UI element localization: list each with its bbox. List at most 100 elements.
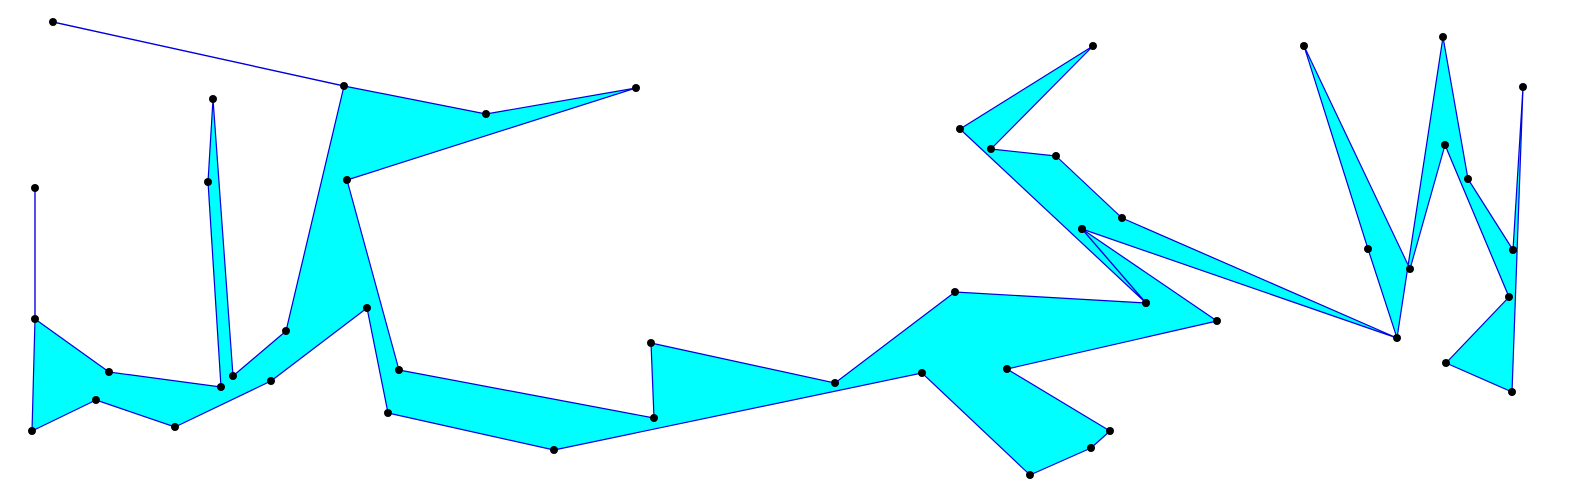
polygon-vertex xyxy=(229,372,237,380)
polygon-vertex xyxy=(650,414,658,422)
polygon-vertex xyxy=(1087,444,1095,452)
polygon-edge xyxy=(1442,36,1469,180)
polygon-vertex xyxy=(384,409,392,417)
polygon-vertex xyxy=(1406,265,1414,273)
polygon-edge xyxy=(990,45,1094,150)
polygon-edge xyxy=(1512,86,1524,251)
polygon-vertex xyxy=(267,377,275,385)
polygon-vertex xyxy=(550,446,558,454)
polygon-edge xyxy=(52,21,345,87)
polygon-vertex xyxy=(482,110,490,118)
polygon-edge xyxy=(1303,45,1411,270)
polygon-edge xyxy=(31,399,97,432)
polygon-edge xyxy=(954,291,1147,304)
polygon-vertex xyxy=(1003,365,1011,373)
polygon-edge xyxy=(95,399,176,428)
polygon-edge xyxy=(387,412,555,451)
polygon-edge xyxy=(1081,228,1398,339)
polygon-vertex xyxy=(31,184,39,192)
polygon-vertex xyxy=(987,145,995,153)
polygon-edge xyxy=(1081,228,1218,322)
polygon-vertex xyxy=(1142,299,1150,307)
polygon-vertex xyxy=(105,368,113,376)
polygon-vertex xyxy=(395,366,403,374)
polygon-edge xyxy=(232,330,287,377)
polygon-vertex xyxy=(1442,359,1450,367)
polygon-vertex xyxy=(1118,214,1126,222)
polygon-vertex xyxy=(1464,175,1472,183)
polygon-vertex xyxy=(1078,225,1086,233)
polygon-edge xyxy=(346,179,400,371)
polygon-vertex xyxy=(1106,427,1114,435)
polygon-edge xyxy=(1081,228,1147,304)
polygon-edge xyxy=(1090,430,1111,449)
polygon-edge xyxy=(959,128,1147,304)
polygon-edge xyxy=(285,85,345,332)
polygon-vertex xyxy=(956,125,964,133)
polygon-vertex xyxy=(204,178,212,186)
polygon-vertex xyxy=(951,288,959,296)
polygon-edge xyxy=(1445,296,1510,364)
polygon-edge xyxy=(1445,362,1513,393)
polygon-edge xyxy=(1396,36,1444,339)
polygon-vertex xyxy=(363,304,371,312)
polygon-vertex xyxy=(1393,334,1401,342)
polygon-edge xyxy=(553,372,923,451)
polygon-edge-layer xyxy=(31,21,1524,476)
polygon-vertex xyxy=(92,396,100,404)
polygon-vertex xyxy=(1439,33,1447,41)
polygon-vertex xyxy=(647,339,655,347)
polygon-edge xyxy=(174,380,272,428)
polygon-edge xyxy=(398,369,655,419)
polygon-edge xyxy=(1511,86,1524,393)
polygon-edge xyxy=(1367,248,1398,339)
polygon-vertex xyxy=(632,84,640,92)
polygon-vertex xyxy=(1441,141,1449,149)
polygon-vertex xyxy=(340,82,348,90)
polygon-vertex xyxy=(31,315,39,323)
polygon-edge xyxy=(1303,45,1369,250)
polygon-vertex xyxy=(282,327,290,335)
polygon-edge xyxy=(207,181,222,388)
polygon-vertex xyxy=(343,176,351,184)
polygon-edge xyxy=(270,307,368,382)
polygon-vertex xyxy=(831,379,839,387)
polygon-fill-layer xyxy=(32,22,1523,475)
polygon-fill-1 xyxy=(960,37,1523,392)
polygon-vertex xyxy=(1300,42,1308,50)
polygon-vertex-layer xyxy=(28,18,1527,479)
polygon-vertex xyxy=(1505,293,1513,301)
polygon-vertex xyxy=(918,369,926,377)
polygon-edge xyxy=(834,291,956,384)
polygon-vertex xyxy=(1509,246,1517,254)
polygon-vertex xyxy=(171,423,179,431)
polygon-vertex xyxy=(217,383,225,391)
polygon-edge xyxy=(1055,155,1123,219)
polygon-vertex xyxy=(1364,245,1372,253)
polygon-vertex xyxy=(28,427,36,435)
polygon-edge xyxy=(1467,178,1514,251)
polygon-edge xyxy=(346,87,637,181)
polygon-edge xyxy=(108,371,222,388)
polygon-edge xyxy=(1006,320,1218,370)
polygon-vertex xyxy=(1089,42,1097,50)
polygon-edge xyxy=(1029,447,1092,476)
polygon-edge xyxy=(31,318,36,432)
polygon-vertex xyxy=(209,95,217,103)
polygon-edge xyxy=(34,318,110,373)
polygon-edge xyxy=(921,372,1031,476)
polygon-edge xyxy=(1444,144,1510,298)
polygon-edge xyxy=(343,85,487,115)
polygon-vertex xyxy=(1026,471,1034,479)
polygon-edge xyxy=(1006,368,1111,432)
polygon-edge xyxy=(1409,144,1446,270)
polygon-edge xyxy=(207,98,214,183)
polygon-vertex xyxy=(1519,83,1527,91)
polygon-vertex xyxy=(49,18,57,26)
polygon-edge xyxy=(959,45,1094,130)
polygon-edge xyxy=(650,342,836,384)
polygon-edge xyxy=(485,87,637,115)
polygon-vertex xyxy=(1213,317,1221,325)
polygon-edge xyxy=(650,342,655,419)
